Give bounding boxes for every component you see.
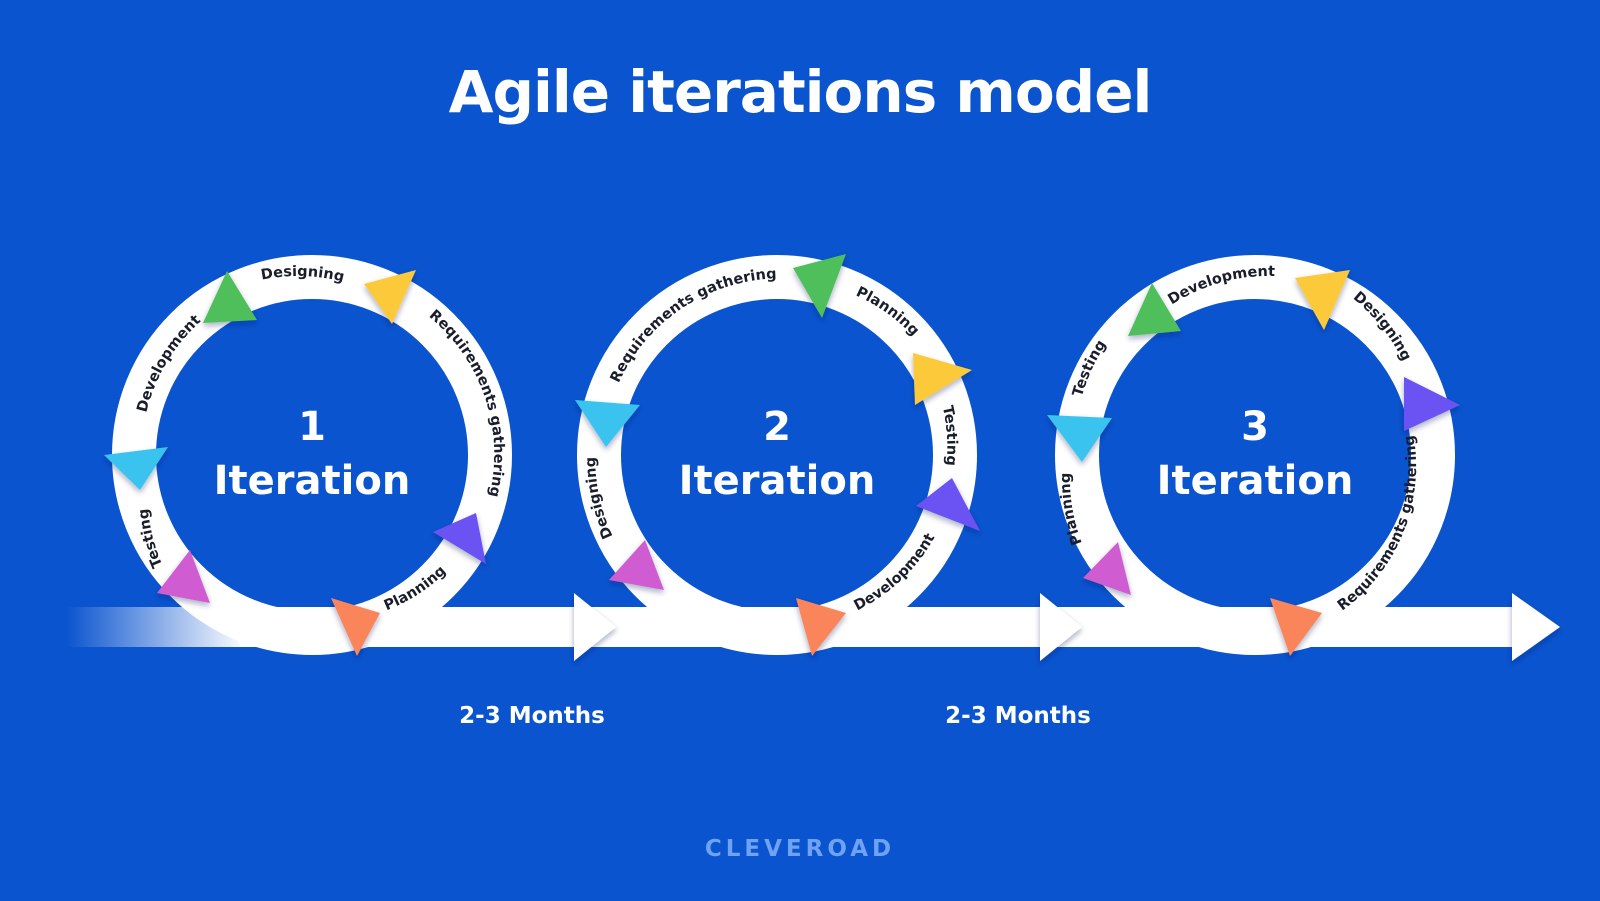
iteration-2-phase-testing: Testing [939, 404, 960, 466]
iteration-1-arrow-orange-icon [331, 598, 380, 656]
timeline-chevron-1 [574, 593, 616, 661]
iteration-1-number: 1 [298, 404, 326, 450]
iteration-3-label: Iteration [1157, 458, 1354, 504]
iteration-2-arrow-orange-icon [796, 598, 846, 656]
iteration-1-cycle: Designing Requirements gathering Plannin… [104, 255, 512, 656]
iteration-2-arrow-yellow-icon [913, 353, 972, 405]
iteration-1-arrow-yellow-icon [364, 270, 416, 324]
iteration-2-arrow-green-icon [793, 254, 846, 318]
iteration-2-arrow-magenta-icon [609, 540, 664, 590]
iteration-2-cycle: Requirements gathering Planning Testing … [575, 254, 980, 656]
iteration-3-arrow-orange-icon [1270, 598, 1322, 656]
iteration-3-arrow-purple-icon [1404, 377, 1460, 431]
iteration-3-arrow-green-icon [1128, 283, 1181, 336]
iteration-3-arrow-yellow-icon [1295, 270, 1350, 330]
duration-label-2: 2-3 Months [945, 703, 1091, 729]
iteration-1-arrow-green-icon [203, 271, 257, 323]
iteration-3-arrow-cyan-icon [1047, 415, 1112, 462]
timeline-chevron-2 [1040, 593, 1082, 661]
brand-logo-text: CLEVEROAD [704, 836, 896, 862]
timeline-arrowhead-end [1512, 593, 1560, 661]
page-title: Agile iterations model [448, 58, 1153, 126]
iteration-2-ring [577, 255, 977, 655]
iteration-1-arrow-cyan-icon [104, 447, 168, 490]
iteration-3-arrow-magenta-icon [1083, 542, 1131, 595]
iteration-1-arrow-magenta-icon [157, 550, 210, 603]
iteration-2-number: 2 [763, 404, 791, 450]
iteration-2-arrow-cyan-icon [575, 400, 640, 447]
iteration-3-number: 3 [1241, 404, 1269, 450]
iteration-1-phase-designing: Designing [260, 264, 346, 286]
iteration-2-label: Iteration [679, 458, 876, 504]
duration-label-1: 2-3 Months [459, 703, 605, 729]
iteration-3-cycle: Development Designing Requirements gathe… [1047, 255, 1460, 656]
iteration-1-arrow-purple-icon [433, 513, 486, 564]
iteration-1-label: Iteration [214, 458, 411, 504]
iteration-2-arrow-purple-icon [916, 478, 980, 531]
